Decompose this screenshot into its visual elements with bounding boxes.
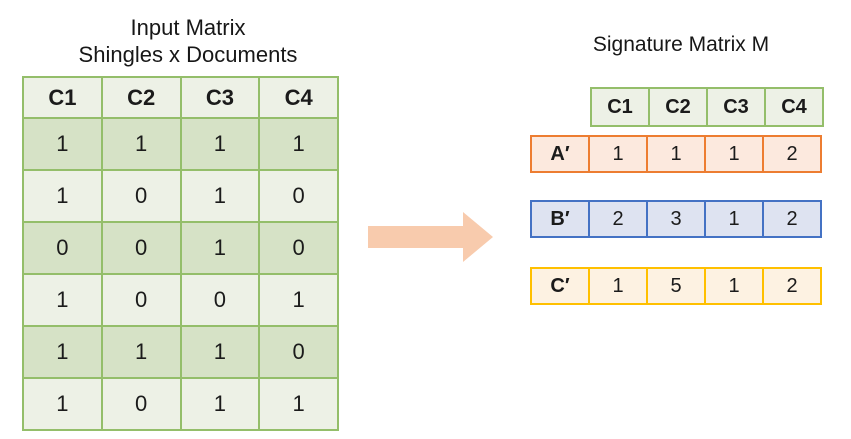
signature-row-c: C′ 1 5 1 2 [530, 267, 822, 305]
column-header-c1: C1 [590, 87, 650, 127]
matrix-cell: 1 [258, 377, 339, 431]
input-matrix-header-row: C1 C2 C3 C4 [22, 76, 339, 119]
signature-cell: 2 [588, 200, 648, 238]
matrix-cell: 1 [258, 273, 339, 327]
matrix-cell: 1 [179, 169, 261, 223]
input-matrix-title: Input Matrix Shingles x Documents [8, 14, 368, 68]
signature-cell: 1 [704, 200, 764, 238]
column-header-c2: C2 [648, 87, 708, 127]
table-row: 1 1 1 1 [22, 117, 339, 171]
signature-cell: 3 [646, 200, 706, 238]
matrix-cell: 1 [100, 325, 182, 379]
signature-cell: 1 [704, 135, 764, 173]
table-row: 1 0 1 0 [22, 169, 339, 223]
matrix-cell: 1 [22, 325, 103, 379]
column-header-c1: C1 [22, 76, 103, 119]
signature-cell: 1 [704, 267, 764, 305]
signature-cell: 1 [588, 135, 648, 173]
column-header-c2: C2 [100, 76, 182, 119]
matrix-cell: 1 [179, 221, 261, 275]
matrix-cell: 0 [100, 221, 182, 275]
matrix-cell: 0 [100, 169, 182, 223]
matrix-cell: 1 [22, 117, 103, 171]
matrix-cell: 1 [179, 325, 261, 379]
matrix-cell: 0 [258, 169, 339, 223]
matrix-cell: 0 [258, 221, 339, 275]
row-label: B′ [530, 200, 590, 238]
matrix-cell: 1 [22, 377, 103, 431]
matrix-cell: 1 [179, 377, 261, 431]
table-row: 1 0 1 1 [22, 377, 339, 431]
matrix-cell: 1 [258, 117, 339, 171]
input-matrix-title-line2: Shingles x Documents [78, 42, 298, 67]
matrix-cell: 1 [179, 117, 261, 171]
signature-cell: 1 [588, 267, 648, 305]
matrix-cell: 0 [22, 221, 103, 275]
table-row: 0 0 1 0 [22, 221, 339, 275]
signature-cell: 2 [762, 267, 822, 305]
input-matrix-table: C1 C2 C3 C4 1 1 1 1 1 0 1 0 0 0 1 [22, 76, 339, 431]
table-row: 1 0 0 1 [22, 273, 339, 327]
matrix-cell: 0 [100, 273, 182, 327]
column-header-c3: C3 [179, 76, 261, 119]
signature-cell: 5 [646, 267, 706, 305]
matrix-cell: 1 [100, 117, 182, 171]
matrix-cell: 0 [100, 377, 182, 431]
input-matrix-title-line1: Input Matrix [130, 15, 246, 40]
table-row: 1 1 1 0 [22, 325, 339, 379]
signature-cell: 2 [762, 135, 822, 173]
column-header-c3: C3 [706, 87, 766, 127]
signature-header-row: C1 C2 C3 C4 [590, 87, 824, 127]
matrix-cell: 1 [22, 273, 103, 327]
row-label: C′ [530, 267, 590, 305]
signature-cell: 1 [646, 135, 706, 173]
column-header-c4: C4 [258, 76, 339, 119]
column-header-c4: C4 [764, 87, 824, 127]
matrix-cell: 0 [258, 325, 339, 379]
signature-cell: 2 [762, 200, 822, 238]
matrix-cell: 1 [22, 169, 103, 223]
signature-matrix-title: Signature Matrix M [592, 33, 770, 56]
right-arrow-icon [368, 212, 493, 262]
row-label: A′ [530, 135, 590, 173]
signature-row-a: A′ 1 1 1 2 [530, 135, 822, 173]
matrix-cell: 0 [179, 273, 261, 327]
signature-row-b: B′ 2 3 1 2 [530, 200, 822, 238]
